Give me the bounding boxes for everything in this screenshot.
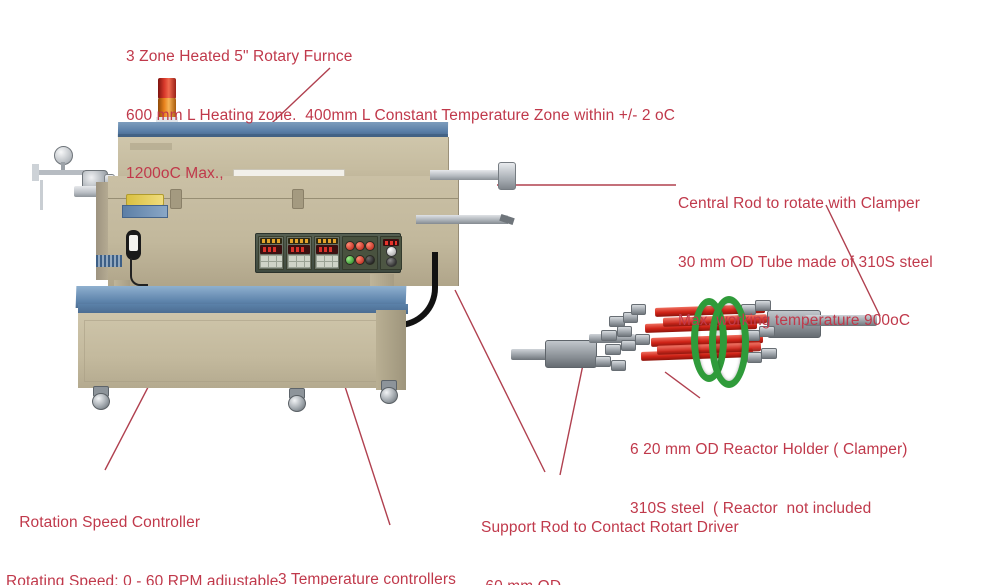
controller-1-process-value [260,238,282,244]
fitting-5 [605,344,621,355]
furnace-latch-2 [292,189,304,209]
cabinet-top-edge [78,304,408,314]
furnace-left-vent [96,255,122,267]
signal-tower-red-lamp [158,78,176,99]
fitting-6 [621,340,636,351]
gauge-stem [61,162,65,172]
fitting-2 [623,312,638,323]
fitting-7 [595,356,611,367]
controller-3-process-value [316,238,338,244]
furnace-brand-label [130,143,172,150]
furnace-clamshell-split [108,198,458,199]
central-rod-right [805,315,877,326]
controller-1-set-value [260,245,282,254]
panel-indicator-group[interactable] [342,236,378,270]
controller-3-set-value [316,245,338,254]
signal-tower-amber-lamp [158,98,176,118]
reactor-holder-cad-assembly [505,282,885,397]
fitting-10 [635,334,650,345]
controller-1-keypad[interactable] [260,255,282,268]
pendant-display [129,235,138,251]
support-rod-note: Support Rod to Contact Rotart Driver 60 … [481,519,739,585]
temperature-controller-2[interactable] [286,236,312,270]
cabinet-front-panel [78,313,406,388]
controller-2-process-value [288,238,310,244]
indicator-lamp-red-2[interactable] [355,241,365,251]
controller-3-keypad[interactable] [316,255,338,268]
signal-tower-base [156,117,178,123]
support-rod-left [511,349,573,360]
fitting-3 [601,330,617,341]
stop-button-red[interactable] [355,255,365,265]
indicator-row-top [345,241,375,251]
cabinet-panel-seam [84,320,386,382]
manifold-end-cap [32,164,39,181]
furnace-lid-edge [118,134,448,139]
support-rod-hub-right [767,310,821,338]
furnace-photograph [18,70,528,465]
fitting-9 [631,304,646,315]
central-rod-note: Central Rod to rotate with Clamper 30 mm… [678,195,933,329]
support-rod-hub-left [545,340,597,368]
indicator-row-bottom [345,255,375,265]
caster-rear-right [378,380,398,404]
caster-front-left [90,386,110,410]
speed-digital-readout [383,239,399,247]
manifold-rod [36,170,84,175]
reactor-holder-note: 6 20 mm OD Reactor Holder ( Clamper) 310… [630,441,908,517]
fitting-8 [611,360,626,371]
fitting-4 [617,326,632,337]
selector-button-black[interactable] [365,255,375,265]
power-cable-loop [388,252,438,328]
process-tube-right-end [430,170,502,180]
furnace-specification-note: 3 Zone Heated 5" Rotary Furnce 600 mm L … [126,48,676,182]
temperature-controllers-note: 3 Temperature controllers [278,571,456,585]
cabinet-side-panel [376,310,406,390]
power-button-green[interactable] [345,255,355,265]
support-bar-right [416,215,508,224]
clamper-ring-front [709,296,749,388]
manifold-drop-tube [40,180,43,210]
indicator-lamp-red-3[interactable] [365,241,375,251]
process-tube-right-flange [498,162,516,190]
pendant-cable [130,258,148,286]
temperature-controller-1[interactable] [258,236,284,270]
furnace-latch-1 [170,189,182,209]
indicator-lamp-red-1[interactable] [345,241,355,251]
controller-2-set-value [288,245,310,254]
controller-2-keypad[interactable] [288,255,310,268]
furnace-control-panel[interactable] [255,233,402,273]
furnace-blue-nameplate [122,205,168,218]
temperature-controller-3[interactable] [314,236,340,270]
rotation-speed-controller-note: Rotation Speed Controller Rotating Speed… [6,514,279,585]
caster-front-right [286,388,306,412]
